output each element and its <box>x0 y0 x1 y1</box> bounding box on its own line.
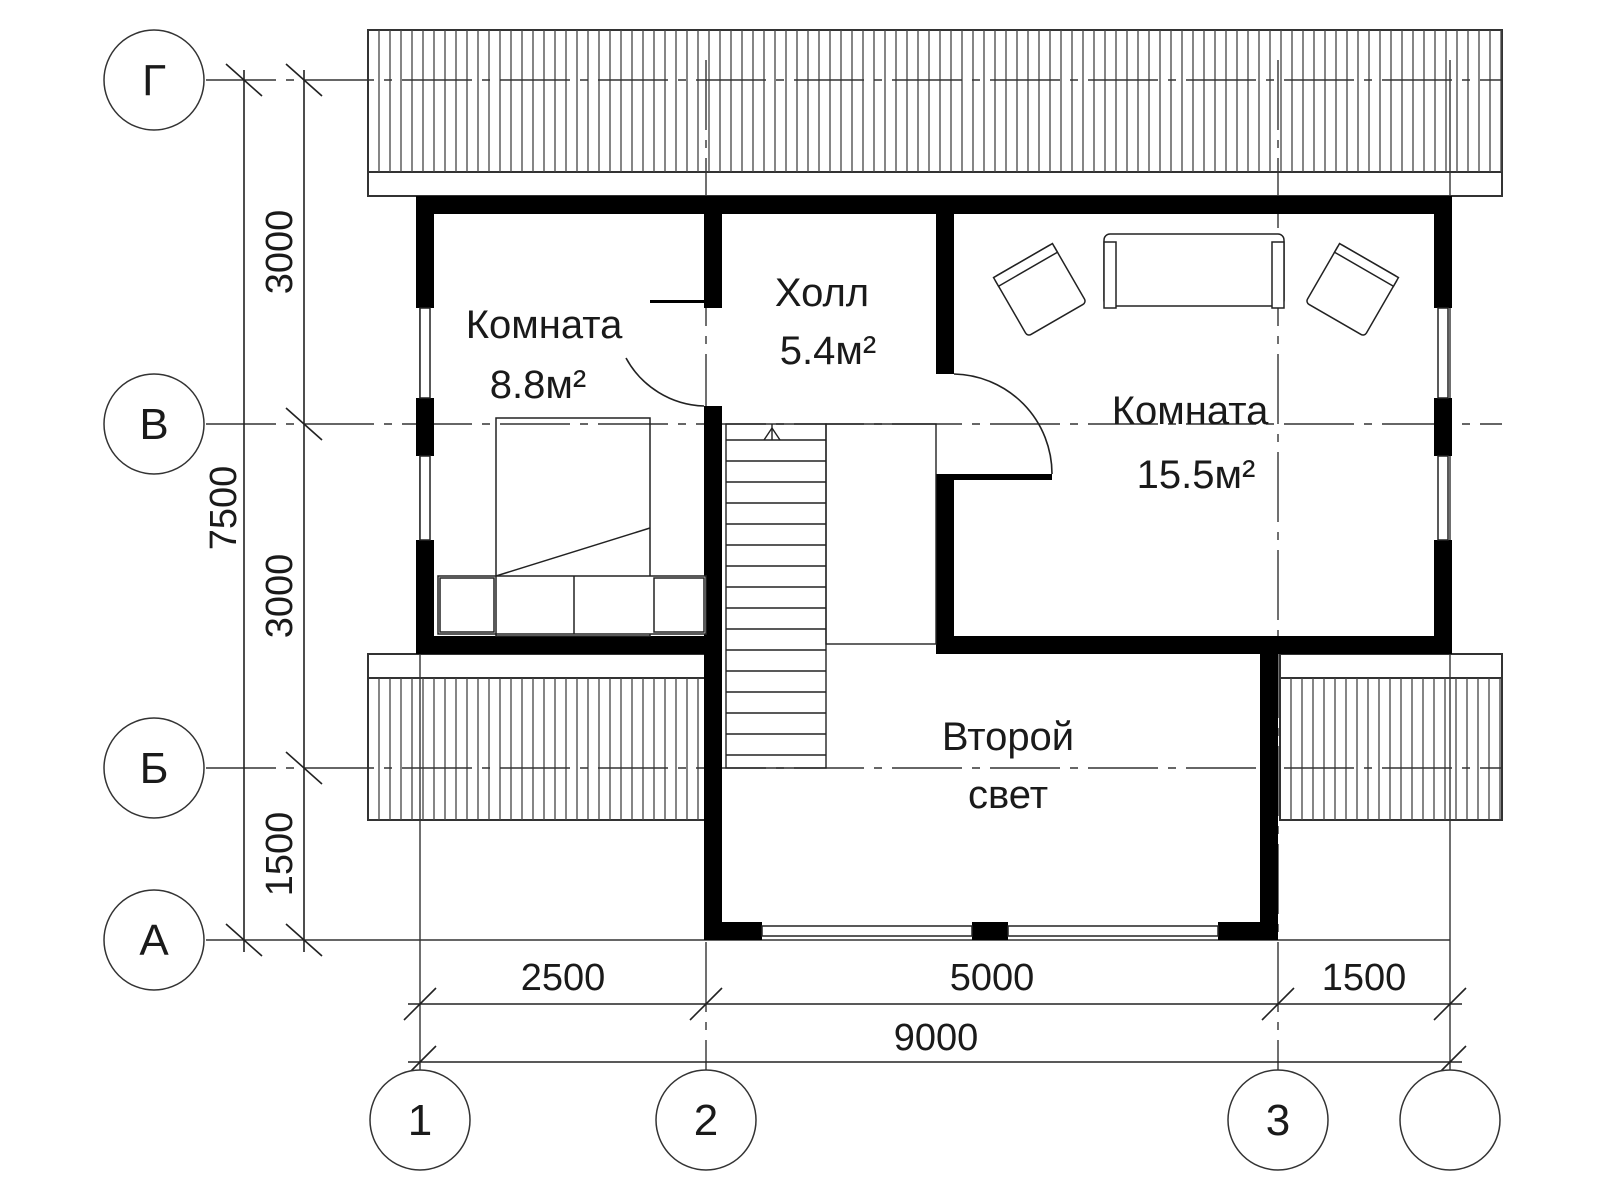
row-axis-g: Г <box>103 29 205 131</box>
axis-label: Г <box>142 56 166 105</box>
dim-vertical-total: 7500 <box>203 466 245 551</box>
sofa <box>1103 233 1285 309</box>
doors <box>625 357 1053 475</box>
roof-bottom-right <box>1279 653 1503 821</box>
roof-top <box>367 29 1503 197</box>
column-axis-4 <box>1399 1069 1501 1171</box>
small-room-area: 8.8м² <box>490 363 586 407</box>
axis-label: В <box>139 400 168 449</box>
dim-horizontal-right: 1500 <box>1322 957 1407 999</box>
wardrobe <box>437 575 707 635</box>
second-light-label-line1: Второй <box>942 715 1074 759</box>
windows <box>419 307 1449 937</box>
axis-label: 1 <box>408 1096 432 1145</box>
large-room-area: 15.5м² <box>1137 453 1256 497</box>
column-axis-1: 1 <box>369 1069 471 1171</box>
armchair-right <box>1306 242 1400 336</box>
column-axis-2: 2 <box>655 1069 757 1171</box>
hall-area: 5.4м² <box>780 329 876 373</box>
row-axis-b: Б <box>103 717 205 819</box>
armchair-left <box>992 242 1086 336</box>
dim-horizontal-middle: 5000 <box>950 957 1035 999</box>
row-axis-a: А <box>103 889 205 991</box>
small-room-name: Комната <box>466 303 623 347</box>
axis-label: 2 <box>694 1096 718 1145</box>
large-room-name: Комната <box>1112 389 1269 433</box>
axis-label: А <box>139 916 169 965</box>
axis-label: 3 <box>1266 1096 1290 1145</box>
hall-name: Холл <box>775 271 869 315</box>
dim-vertical-top: 3000 <box>259 210 301 295</box>
second-light-label-line2: свет <box>968 773 1048 817</box>
walls <box>416 196 1452 940</box>
axis-label: Б <box>140 744 169 793</box>
bed <box>495 417 651 637</box>
dim-horizontal-left: 2500 <box>521 957 606 999</box>
dim-vertical-middle: 3000 <box>259 554 301 639</box>
dim-horizontal-total: 9000 <box>894 1017 979 1059</box>
row-axis-v: В <box>103 373 205 475</box>
staircase <box>725 423 937 769</box>
roof-bottom-left <box>367 653 709 821</box>
dim-vertical-bottom: 1500 <box>259 812 301 897</box>
column-axis-3: 3 <box>1227 1069 1329 1171</box>
